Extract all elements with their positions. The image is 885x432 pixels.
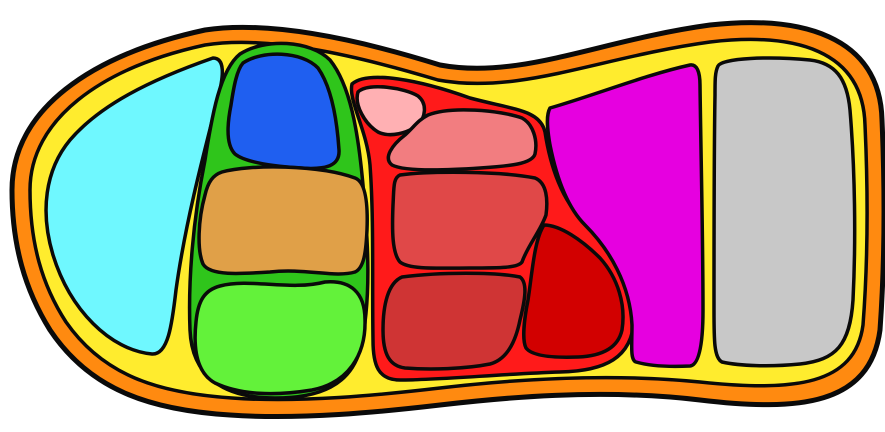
orange-region — [199, 167, 367, 274]
gray-region — [714, 58, 855, 366]
red-low-region — [383, 273, 525, 369]
lightgreen-region — [195, 282, 365, 394]
red-mid-region — [393, 172, 547, 268]
